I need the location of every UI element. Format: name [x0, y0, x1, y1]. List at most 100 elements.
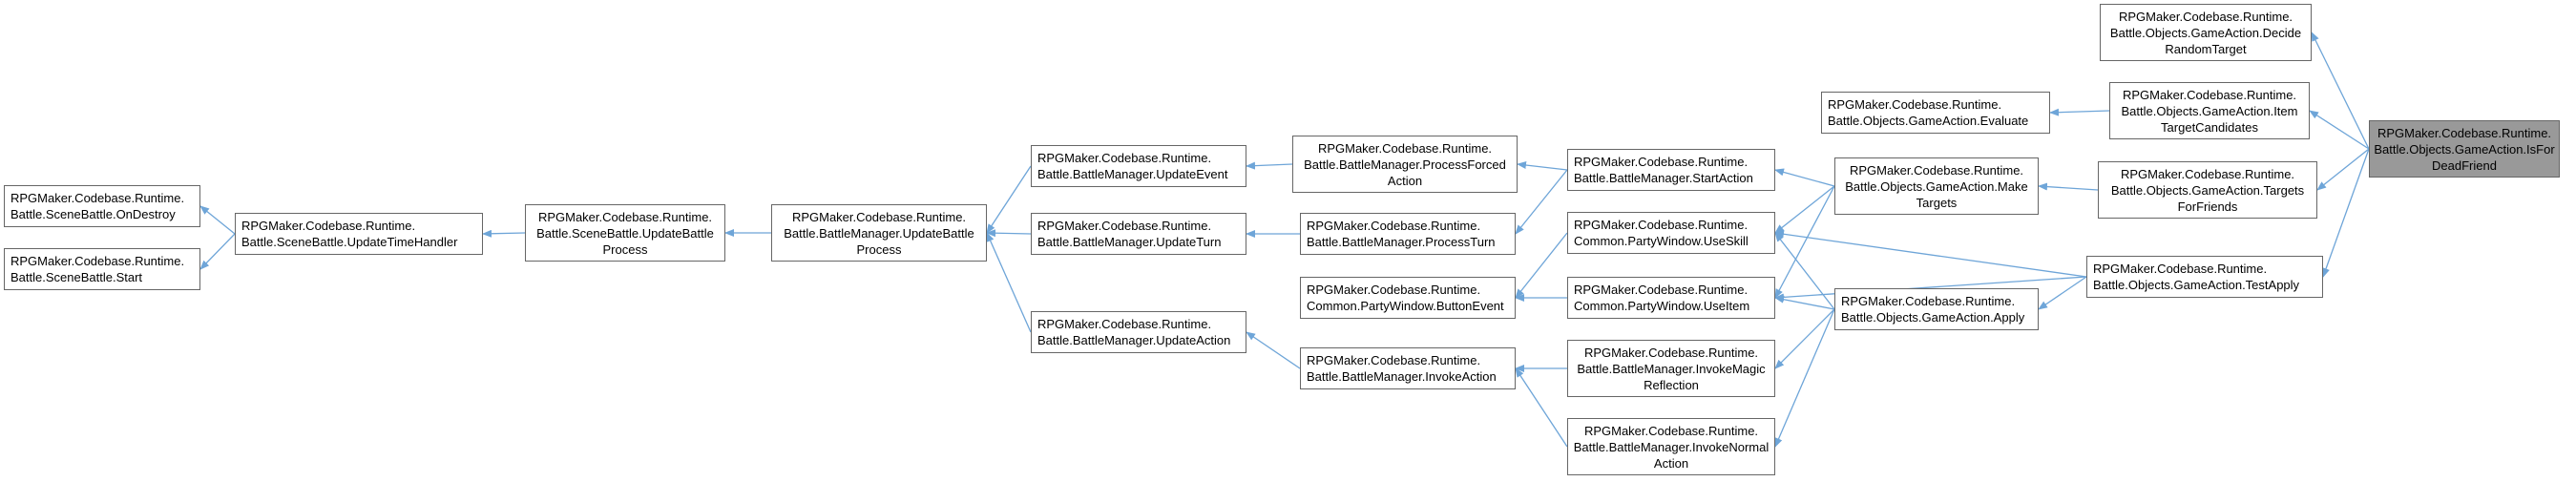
node-label-line: Battle.SceneBattle.OnDestroy — [10, 207, 176, 221]
edge-apply-to-useItem — [1774, 295, 1835, 310]
node-battle-manager-update-turn[interactable]: RPGMaker.Codebase.Runtime.Battle.BattleM… — [1031, 213, 1246, 255]
node-label-line: Battle.Objects.GameAction.Item — [2121, 103, 2298, 118]
node-label-line: RPGMaker.Codebase.Runtime. — [10, 191, 185, 205]
node-label-line: Reflection — [1644, 377, 1699, 392]
edge-updateEvent-to-bmUpdateBattleProcess — [986, 165, 1032, 234]
node-label-line: Battle.Objects.GameAction.Make — [1845, 178, 2028, 194]
edge-invokeAction-to-updateAction — [1246, 331, 1301, 369]
node-label-line: RPGMaker.Codebase.Runtime. — [1583, 345, 1759, 360]
node-game-action-test-apply[interactable]: RPGMaker.Codebase.Runtime. Battle.Objects… — [2086, 256, 2323, 298]
node-label-line: Battle.SceneBattle.Start — [10, 270, 143, 284]
node-battle-manager-process-turn[interactable]: RPGMaker.Codebase.Runtime. Battle.BattleM… — [1300, 213, 1516, 255]
node-label-line: RPGMaker.Codebase.Runtime. — [1583, 423, 1759, 438]
node-game-action-apply[interactable]: RPGMaker.Codebase.Runtime.Battle.Objects… — [1834, 288, 2039, 330]
edge-apply-to-invokeMagicReflection — [1774, 308, 1835, 369]
edge-invokeNormalAction-to-invokeAction — [1515, 367, 1568, 448]
node-label-line: Targets — [1916, 195, 1958, 210]
node-label-line: RPGMaker.Codebase.Runtime. — [1574, 283, 1749, 297]
edge-sceneUpdateBattleProcess-to-updateTimeHandler — [482, 229, 526, 238]
edge-makeTargets-to-useSkill — [1774, 185, 1835, 234]
node-label-line: RPGMaker.Codebase.Runtime. — [10, 254, 185, 268]
edge-isForDeadFriend-to-targetsForFriends — [2316, 148, 2370, 191]
edge-updateTimeHandler-to-start — [199, 233, 236, 270]
edge-isForDeadFriend-to-itemTargetCandidates — [2309, 110, 2370, 150]
edge-targetsForFriends-to-makeTargets — [2038, 182, 2099, 191]
node-label-line: RPGMaker.Codebase.Runtime. — [1841, 294, 2016, 308]
edge-processForcedAction-to-updateEvent — [1246, 161, 1293, 170]
node-battle-manager-update-action[interactable]: RPGMaker.Codebase.Runtime. Battle.BattleM… — [1031, 311, 1246, 353]
node-battle-manager-start-action[interactable]: RPGMaker.Codebase.Runtime. Battle.BattleM… — [1567, 149, 1775, 191]
node-battle-manager-invoke-action[interactable]: RPGMaker.Codebase.Runtime.Battle.BattleM… — [1300, 347, 1516, 389]
node-label-line: RPGMaker.Codebase.Runtime. — [1307, 219, 1481, 233]
node-label-line: RPGMaker.Codebase.Runtime. — [1574, 218, 1749, 232]
node-label-line: Action — [1387, 173, 1423, 188]
node-label-line: Battle.Objects.GameAction.TestApply — [2093, 278, 2300, 292]
node-label-line: RPGMaker.Codebase.Runtime. — [1574, 155, 1749, 169]
edge-testApply-to-useItem — [1774, 276, 2087, 302]
node-label-line: Battle.BattleManager.UpdateBattle — [784, 225, 974, 241]
edge-apply-to-invokeNormalAction — [1774, 308, 1835, 448]
edge-useSkill-to-buttonEvent — [1515, 232, 1568, 299]
node-label-line: Battle.Objects.GameAction.Evaluate — [1828, 114, 2029, 128]
node-label-line: Battle.BattleManager.ProcessForced — [1304, 157, 1506, 172]
edge-makeTargets-to-useItem — [1774, 185, 1835, 299]
node-scene-battle-on-destroy[interactable]: RPGMaker.Codebase.Runtime. Battle.SceneBa… — [4, 185, 200, 227]
node-label-line: Battle.Objects.GameAction.Targets — [2110, 182, 2305, 198]
edge-testApply-to-useSkill — [1774, 230, 2087, 278]
node-battle-manager-update-event[interactable]: RPGMaker.Codebase.Runtime. Battle.BattleM… — [1031, 145, 1246, 187]
node-label-line: Battle.BattleManager.UpdateEvent — [1037, 167, 1228, 181]
edge-updateTimeHandler-to-onDestroy — [199, 205, 236, 235]
node-battle-manager-invoke-magic-reflection[interactable]: RPGMaker.Codebase.Runtime.Battle.BattleM… — [1567, 340, 1775, 397]
node-label-line: RPGMaker.Codebase.Runtime. — [791, 209, 967, 224]
node-label-line: RPGMaker.Codebase.Runtime. — [2120, 166, 2295, 181]
node-game-action-evaluate[interactable]: RPGMaker.Codebase.Runtime.Battle.Objects… — [1821, 92, 2050, 134]
node-scene-battle-update-battle-process[interactable]: RPGMaker.Codebase.Runtime.Battle.SceneBa… — [525, 204, 725, 262]
node-label-line: Process — [856, 241, 902, 257]
node-game-action-make-targets[interactable]: RPGMaker.Codebase.Runtime.Battle.Objects… — [1834, 157, 2039, 215]
node-label-line: Action — [1653, 455, 1689, 471]
node-label-line: Battle.BattleManager.UpdateAction — [1037, 333, 1231, 347]
node-label-line: RPGMaker.Codebase.Runtime. — [1037, 219, 1212, 233]
node-label-line: Battle.BattleManager.InvokeAction — [1307, 369, 1497, 384]
node-label-line: RPGMaker.Codebase.Runtime. — [2377, 125, 2552, 140]
node-label-line: Battle.BattleManager.InvokeMagic — [1577, 361, 1766, 376]
node-scene-battle-update-time-handler[interactable]: RPGMaker.Codebase.Runtime.Battle.SceneBa… — [235, 213, 483, 255]
node-game-action-decide-random-target[interactable]: RPGMaker.Codebase.Runtime.Battle.Objects… — [2100, 4, 2312, 61]
node-game-action-targets-for-friends[interactable]: RPGMaker.Codebase.Runtime.Battle.Objects… — [2098, 161, 2317, 219]
node-label-line: ForFriends — [2177, 199, 2238, 214]
edge-makeTargets-to-startAction — [1774, 168, 1835, 187]
node-party-window-button-event[interactable]: RPGMaker.Codebase.Runtime. Common.PartyWi… — [1300, 277, 1516, 319]
node-label-line: RPGMaker.Codebase.Runtime. — [1317, 140, 1493, 156]
node-label-line: Common.PartyWindow.UseItem — [1574, 299, 1750, 313]
node-label-line: RPGMaker.Codebase.Runtime. — [1849, 162, 2024, 178]
node-party-window-use-skill[interactable]: RPGMaker.Codebase.Runtime. Common.PartyWi… — [1567, 212, 1775, 254]
node-label-line: RPGMaker.Codebase.Runtime. — [1037, 151, 1212, 165]
node-label-line: Battle.Objects.GameAction.Decide — [2109, 25, 2302, 40]
node-scene-battle-start[interactable]: RPGMaker.Codebase.Runtime. Battle.SceneBa… — [4, 248, 200, 290]
node-label-line: Process — [602, 241, 648, 257]
node-label-line: RandomTarget — [2165, 41, 2247, 56]
node-label-line: RPGMaker.Codebase.Runtime. — [2093, 262, 2268, 276]
edge-isForDeadFriend-to-testApply — [2322, 148, 2370, 278]
node-battle-manager-process-forced-action[interactable]: RPGMaker.Codebase.Runtime.Battle.BattleM… — [1292, 136, 1518, 193]
node-label-line: RPGMaker.Codebase.Runtime. — [241, 219, 416, 233]
node-label-line: RPGMaker.Codebase.Runtime. — [1307, 283, 1481, 297]
edge-startAction-to-processTurn — [1515, 169, 1568, 235]
node-label-line: RPGMaker.Codebase.Runtime. — [1037, 317, 1212, 331]
node-game-action-item-target-candidates[interactable]: RPGMaker.Codebase.Runtime.Battle.Objects… — [2109, 82, 2310, 139]
edge-itemTargetCandidates-to-evaluate — [2049, 108, 2110, 116]
node-battle-manager-invoke-normal-action[interactable]: RPGMaker.Codebase.Runtime.Battle.BattleM… — [1567, 418, 1775, 475]
node-label-line: Common.PartyWindow.UseSkill — [1574, 234, 1749, 248]
node-label-line: Battle.BattleManager.InvokeNormal — [1573, 439, 1770, 454]
node-party-window-use-item[interactable]: RPGMaker.Codebase.Runtime. Common.PartyWi… — [1567, 277, 1775, 319]
node-label-line: Battle.BattleManager.StartAction — [1574, 171, 1753, 185]
edge-testApply-to-apply — [2038, 276, 2087, 310]
node-game-action-is-for-dead-friend[interactable]: RPGMaker.Codebase.Runtime.Battle.Objects… — [2369, 120, 2560, 178]
node-label-line: DeadFriend — [2432, 157, 2497, 173]
edge-apply-to-useSkill — [1774, 232, 1835, 310]
node-battle-manager-update-battle-process[interactable]: RPGMaker.Codebase.Runtime.Battle.BattleM… — [771, 204, 987, 262]
node-label-line: RPGMaker.Codebase.Runtime. — [2122, 87, 2297, 102]
node-label-line: Common.PartyWindow.ButtonEvent — [1307, 299, 1504, 313]
node-label-line: Battle.BattleManager.ProcessTurn — [1307, 235, 1496, 249]
